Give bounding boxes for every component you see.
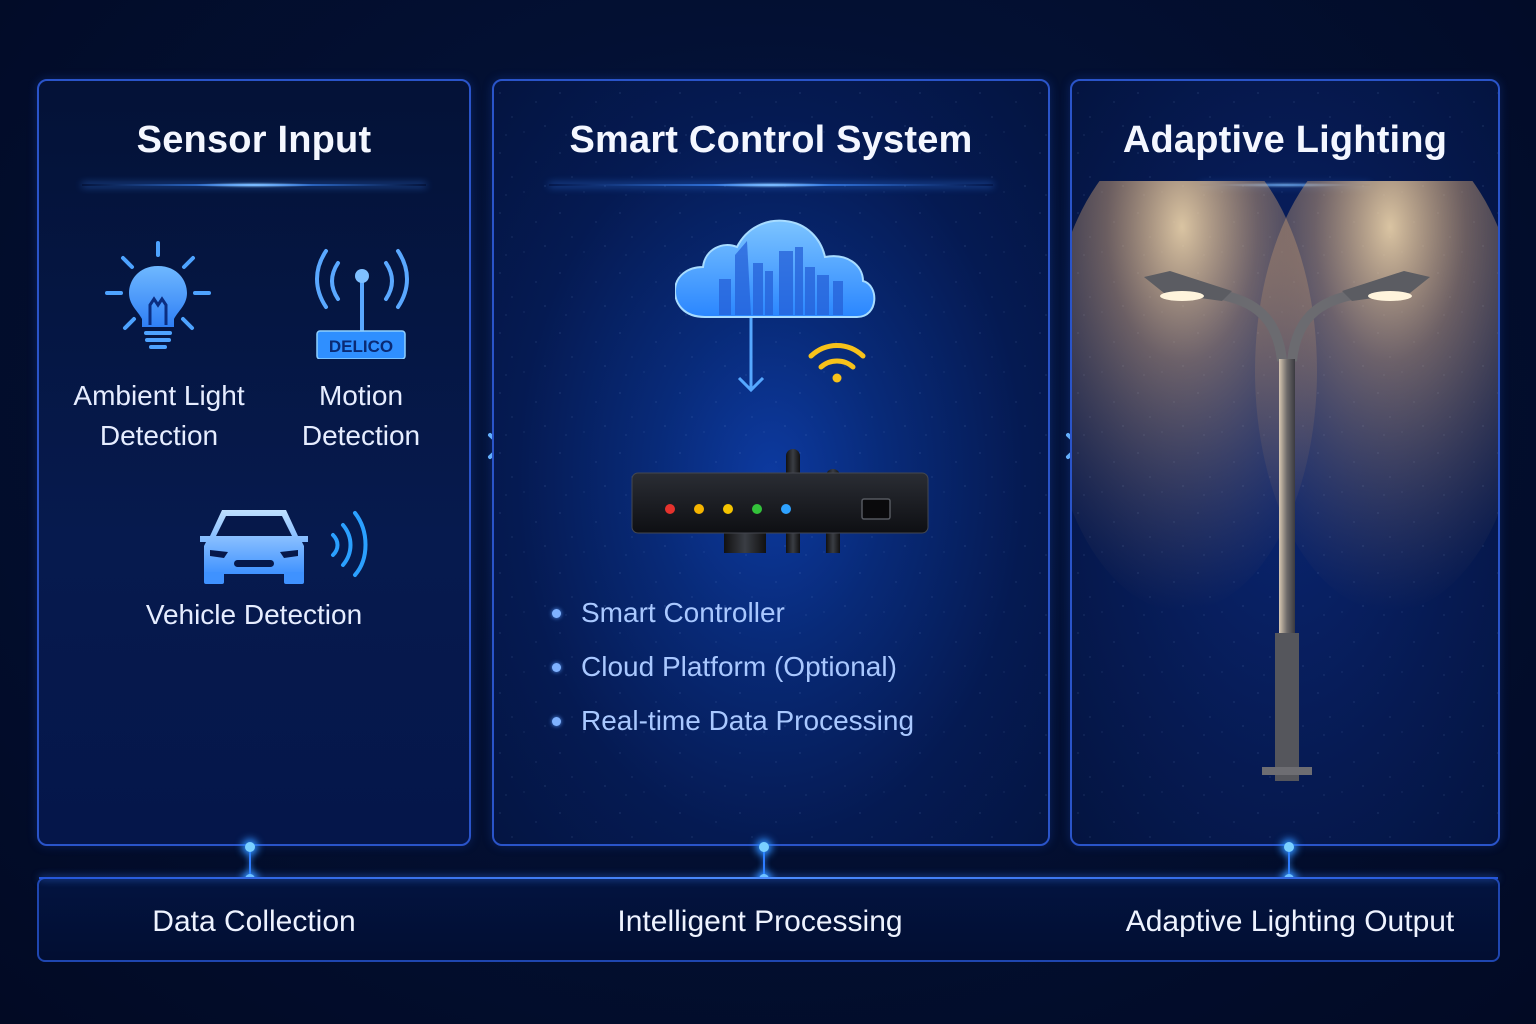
smart-control-title: Smart Control System <box>569 119 973 161</box>
smart-control-panel: Smart Control System <box>492 79 1050 846</box>
bullet-dot <box>552 716 561 726</box>
stage-data-collection: Data Collection <box>152 905 356 938</box>
ambient-light-label: Ambient Light Detection <box>73 380 245 451</box>
process-stages-bar: Data Collection Intelligent Processing A… <box>37 877 1500 962</box>
bullet-item: Cloud Platform (Optional) <box>552 640 914 694</box>
vehicle-detection-label: Vehicle Detection <box>145 599 363 630</box>
adaptive-lighting-panel: Adaptive Lighting <box>1070 79 1500 846</box>
cloud-city-icon <box>675 219 876 318</box>
bullet-dot <box>552 608 561 618</box>
motion-sensor-antenna-icon: DELICO <box>315 249 409 359</box>
led-green <box>752 504 762 514</box>
down-arrow-icon <box>737 318 765 393</box>
car-icon <box>200 510 308 584</box>
title-divider <box>1199 182 1371 188</box>
double-street-lamp-icon <box>1072 181 1498 781</box>
delico-badge-text: DELICO <box>329 337 393 356</box>
vehicle-signal-waves-icon <box>331 511 368 577</box>
wifi-icon <box>808 343 866 383</box>
motion-detection-label: Motion Detection <box>301 380 421 451</box>
control-features-list: Smart Controller Cloud Platform (Optiona… <box>552 586 914 748</box>
led-orange <box>694 504 704 514</box>
sensor-input-panel: Sensor Input DELICO Ambient L <box>37 79 471 846</box>
sensor-input-title: Sensor Input <box>136 119 372 161</box>
led-blue <box>781 504 791 514</box>
smart-controller-device-icon <box>631 449 929 553</box>
bullet-item: Smart Controller <box>552 586 914 640</box>
led-red <box>665 504 675 514</box>
stage-intelligent-processing: Intelligent Processing <box>617 905 903 938</box>
title-divider <box>82 182 426 188</box>
title-divider <box>549 182 993 188</box>
adaptive-lighting-title: Adaptive Lighting <box>1122 119 1448 161</box>
lightbulb-icon <box>105 241 211 349</box>
led-yellow <box>723 504 733 514</box>
bullet-dot <box>552 662 561 672</box>
bullet-item: Real-time Data Processing <box>552 694 914 748</box>
stage-adaptive-lighting-output: Adaptive Lighting Output <box>1125 905 1455 938</box>
